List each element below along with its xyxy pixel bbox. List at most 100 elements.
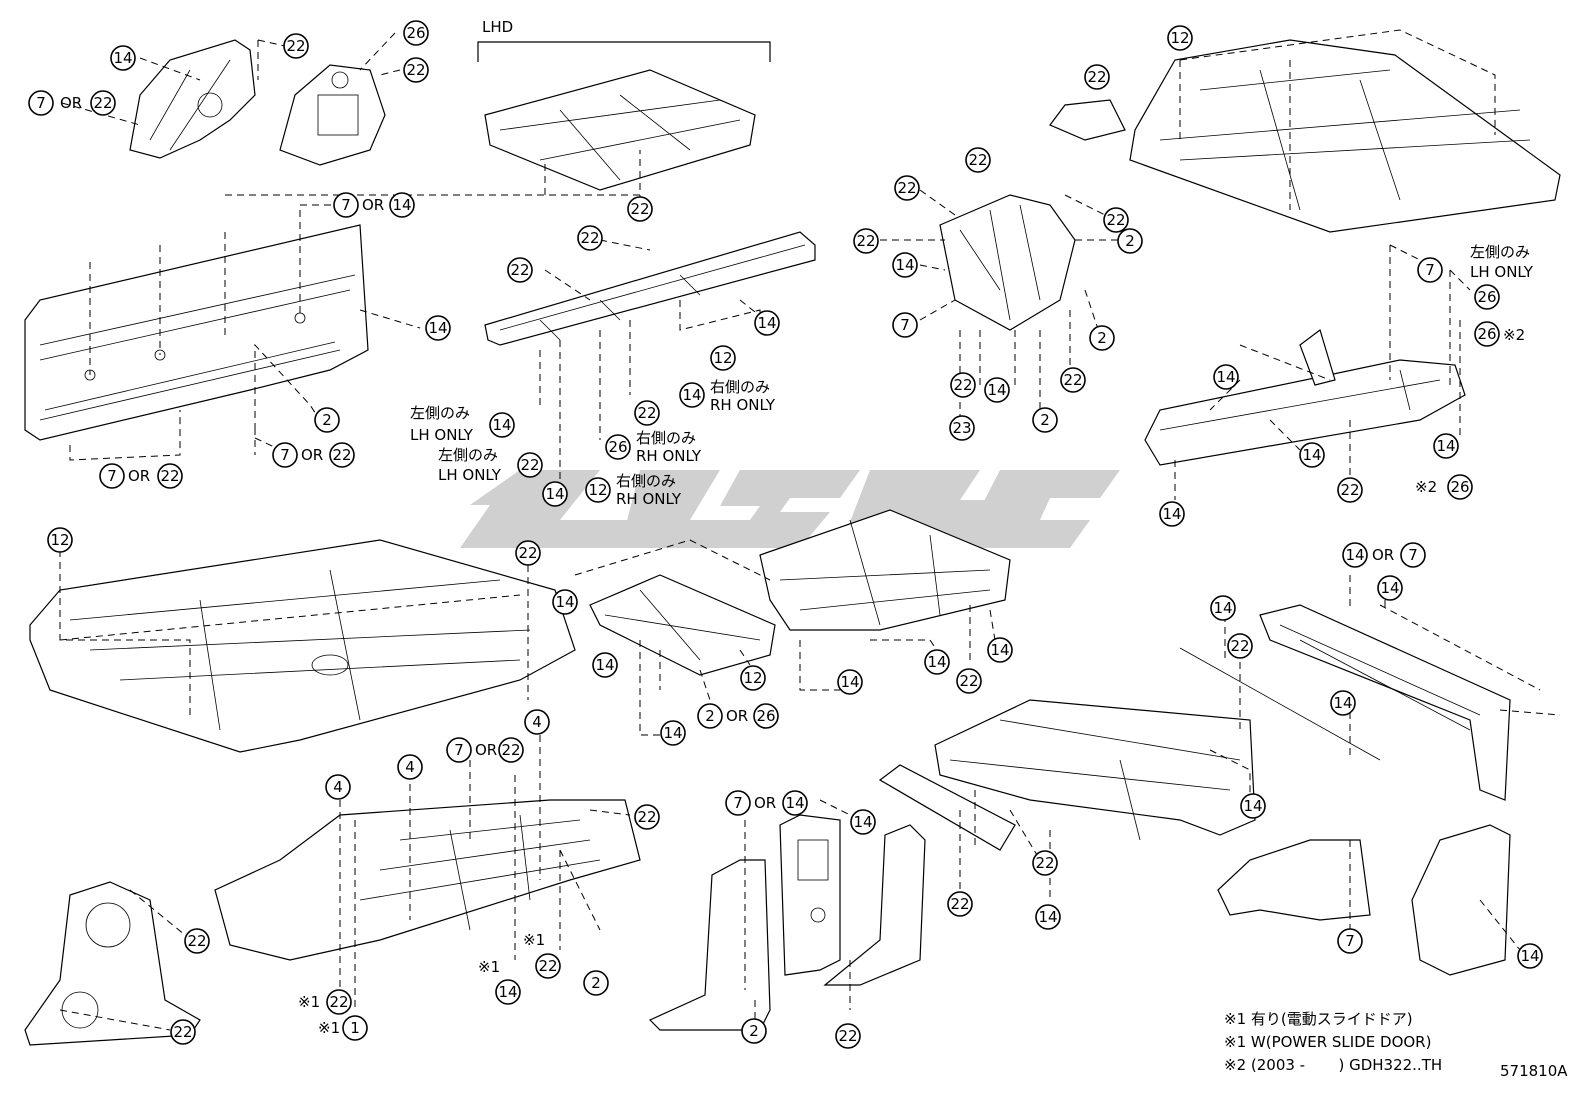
callout-14: 22 bbox=[403, 57, 429, 83]
svg-text:7: 7 bbox=[454, 741, 464, 759]
callout-26: 26 bbox=[1447, 474, 1473, 500]
svg-text:22: 22 bbox=[286, 37, 305, 55]
svg-text:4: 4 bbox=[532, 713, 542, 731]
svg-text:14: 14 bbox=[895, 256, 914, 274]
rh-only-jp: 右側のみ bbox=[616, 472, 676, 490]
svg-text:7: 7 bbox=[280, 446, 290, 464]
callout-11: 12 bbox=[47, 527, 73, 553]
svg-text:26: 26 bbox=[1477, 288, 1496, 306]
callout-14: 22 bbox=[1032, 850, 1058, 876]
callout-14: 22 bbox=[956, 668, 982, 694]
callout-14: 22 bbox=[283, 33, 309, 59]
svg-text:1: 1 bbox=[350, 1019, 360, 1037]
callout-12: 14 bbox=[1210, 595, 1236, 621]
callout-14: 22 bbox=[965, 147, 991, 173]
svg-text:22: 22 bbox=[332, 446, 351, 464]
mark-2: ※2 bbox=[1503, 326, 1525, 344]
svg-text:14: 14 bbox=[1162, 505, 1181, 523]
svg-text:14: 14 bbox=[113, 49, 132, 67]
callout-14: 22 bbox=[634, 400, 660, 426]
or-text: OR bbox=[1372, 546, 1394, 564]
svg-text:2: 2 bbox=[1125, 232, 1135, 250]
rh-only-jp: 右側のみ bbox=[710, 378, 770, 396]
svg-text:14: 14 bbox=[840, 673, 859, 691]
svg-text:14: 14 bbox=[1216, 368, 1235, 386]
svg-text:26: 26 bbox=[1450, 478, 1469, 496]
part-quarter-inner-panel bbox=[24, 881, 201, 1046]
callout-14: 22 bbox=[1337, 477, 1363, 503]
svg-text:2: 2 bbox=[705, 707, 715, 725]
callout-7: 7 bbox=[99, 463, 125, 489]
callout-26: 26 bbox=[1474, 284, 1500, 310]
svg-text:22: 22 bbox=[1035, 854, 1054, 872]
footnotes: ※1 有り(電動スライドドア) ※1 W(POWER SLIDE DOOR) ※… bbox=[1224, 1008, 1442, 1077]
svg-text:14: 14 bbox=[1038, 908, 1057, 926]
callout-7: 7 bbox=[333, 192, 359, 218]
callout-14: 22 bbox=[90, 90, 116, 116]
callout-9: 12 bbox=[710, 345, 736, 371]
svg-text:22: 22 bbox=[1340, 481, 1359, 499]
callout-14: 22 bbox=[515, 540, 541, 566]
callout-14: 22 bbox=[535, 953, 561, 979]
part-rear-wheel-house bbox=[279, 64, 386, 166]
callout-14: 22 bbox=[835, 1023, 861, 1049]
part-rear-crossmember bbox=[1179, 604, 1511, 801]
callout-2: 2 bbox=[1032, 407, 1058, 433]
callout-12: 14 bbox=[679, 382, 705, 408]
svg-text:22: 22 bbox=[637, 808, 656, 826]
callout-4: 4 bbox=[325, 774, 351, 800]
footnote-1-jp: ※1 有り(電動スライドドア) bbox=[1224, 1010, 1413, 1028]
callout-12: 14 bbox=[1159, 501, 1185, 527]
callout-7: 7 bbox=[28, 90, 54, 116]
mark-2: ※2 bbox=[1415, 478, 1437, 496]
callout-23: 26 bbox=[403, 20, 429, 46]
callout-12: 14 bbox=[782, 790, 808, 816]
svg-text:22: 22 bbox=[160, 467, 179, 485]
callout-14: 22 bbox=[950, 372, 976, 398]
callout-7: 7 bbox=[1337, 928, 1363, 954]
svg-text:14: 14 bbox=[1213, 599, 1232, 617]
lhd-bracket: LHD bbox=[477, 18, 771, 62]
callout-14: 22 bbox=[1227, 633, 1253, 659]
part-frame-lhd bbox=[484, 69, 756, 191]
or-text: OR bbox=[475, 741, 497, 759]
svg-text:14: 14 bbox=[392, 196, 411, 214]
part-b-pillar bbox=[648, 814, 841, 1031]
callout-7: 7 bbox=[272, 442, 298, 468]
lhd-label: LHD bbox=[482, 18, 513, 36]
svg-text:22: 22 bbox=[93, 94, 112, 112]
or-text: OR bbox=[301, 446, 323, 464]
svg-text:14: 14 bbox=[1380, 579, 1399, 597]
callout-14: 22 bbox=[184, 928, 210, 954]
callout-14: 22 bbox=[170, 1019, 196, 1045]
part-front-floor-panel bbox=[29, 539, 576, 753]
svg-text:14: 14 bbox=[987, 381, 1006, 399]
svg-text:7: 7 bbox=[36, 94, 46, 112]
svg-text:26: 26 bbox=[1477, 325, 1496, 343]
callout-12: 14 bbox=[592, 652, 618, 678]
callout-26: 26 bbox=[605, 434, 631, 460]
callout-7: 7 bbox=[446, 737, 472, 763]
callout-12: 14 bbox=[1299, 442, 1325, 468]
svg-text:2: 2 bbox=[1040, 411, 1050, 429]
svg-text:22: 22 bbox=[520, 456, 539, 474]
callout-14: 22 bbox=[947, 891, 973, 917]
callout-2: 2 bbox=[697, 703, 723, 729]
lh-only-jp: 左側のみ bbox=[1470, 243, 1530, 261]
svg-text:22: 22 bbox=[538, 957, 557, 975]
svg-text:14: 14 bbox=[492, 416, 511, 434]
rh-only-en: RH ONLY bbox=[616, 490, 682, 508]
footnote-2: ※2 (2003 - ) GDH322..TH bbox=[1224, 1056, 1443, 1074]
svg-text:22: 22 bbox=[1087, 68, 1106, 86]
callout-2: 2 bbox=[314, 407, 340, 433]
or-text: OR bbox=[362, 196, 384, 214]
part-side-inner-panel bbox=[24, 224, 369, 441]
svg-text:22: 22 bbox=[968, 151, 987, 169]
callout-23: 26 bbox=[753, 703, 779, 729]
callout-22: 23 bbox=[949, 415, 975, 441]
callout-12: 14 bbox=[987, 637, 1013, 663]
svg-text:22: 22 bbox=[637, 404, 656, 422]
svg-text:22: 22 bbox=[630, 200, 649, 218]
svg-text:14: 14 bbox=[1302, 446, 1321, 464]
